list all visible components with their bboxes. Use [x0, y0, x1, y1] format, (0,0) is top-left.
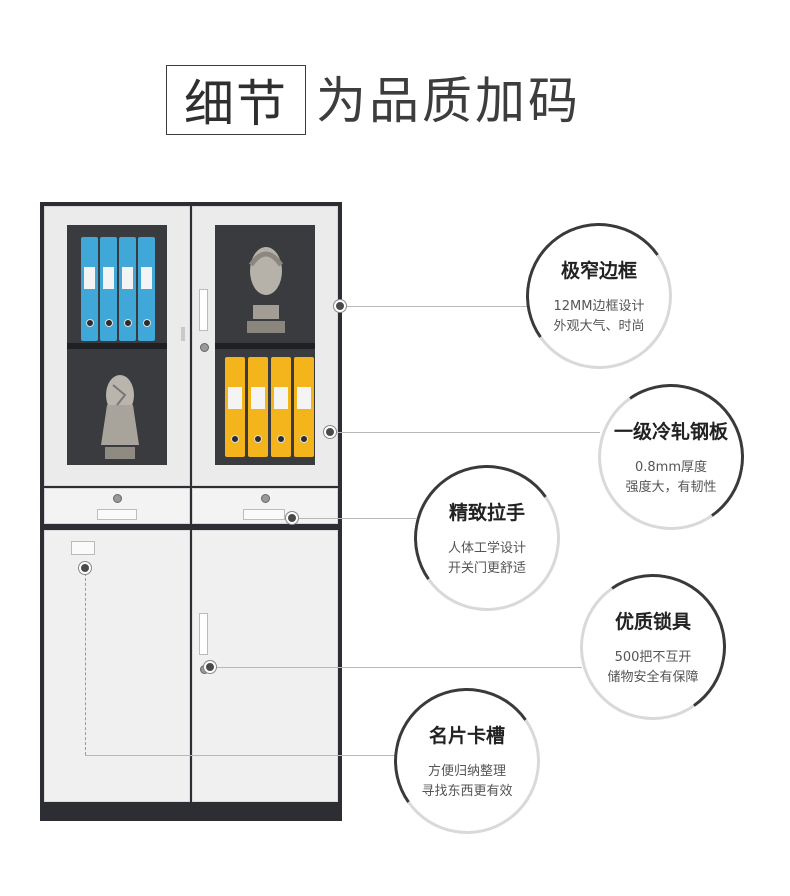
lower-right-door: [192, 530, 338, 802]
lock-icon: [261, 494, 270, 503]
connector-line: [85, 568, 86, 755]
cabinet-image: [40, 202, 342, 821]
drawer-left: [44, 488, 190, 524]
callout-title: 精致拉手: [448, 501, 525, 524]
shelf: [215, 343, 315, 349]
connector-line: [210, 667, 582, 668]
callout-desc-line: 外观大气、时尚: [553, 318, 645, 334]
connector-line: [85, 755, 395, 756]
left-glass-panel: [67, 225, 167, 465]
binder-blue: [138, 237, 155, 341]
title-boxed-text: 细节: [166, 65, 306, 135]
binder-yellow: [271, 357, 291, 457]
connector-line: [292, 518, 416, 519]
binder-yellow: [294, 357, 314, 457]
left-glass-door: [44, 206, 190, 486]
title-text: 为品质加码: [316, 72, 581, 130]
lock-icon: [200, 343, 209, 352]
binder-yellow: [225, 357, 245, 457]
marker-dot: [324, 426, 336, 438]
statue-figure: [101, 375, 139, 459]
door-handle: [199, 613, 208, 655]
card-slot: [71, 541, 95, 555]
callout-desc-line: 寻找东西更有效: [421, 783, 513, 799]
callout-desc-line: 人体工学设计: [447, 540, 526, 556]
callout-desc-line: 500把不互开: [614, 649, 692, 665]
callout-desc-line: 0.8mm厚度: [634, 459, 707, 475]
connector-line: [330, 432, 600, 433]
callout-desc-line: 方便归纳整理: [427, 763, 506, 779]
callout-desc-line: 开关门更舒适: [447, 560, 526, 576]
callout-lock: 优质锁具 500把不互开 储物安全有保障: [568, 562, 738, 732]
door-pull: [181, 327, 185, 341]
binder-blue: [119, 237, 136, 341]
callout-title: 优质锁具: [614, 610, 691, 633]
callout-handle: 精致拉手 人体工学设计 开关门更舒适: [402, 453, 572, 623]
statue-figure: [247, 247, 285, 333]
marker-dot: [286, 512, 298, 524]
binder-blue: [100, 237, 117, 341]
lower-left-door: [44, 530, 190, 802]
right-glass-panel: [215, 225, 315, 465]
right-glass-door: [192, 206, 338, 486]
door-handle: [199, 289, 208, 331]
lock-icon: [113, 494, 122, 503]
marker-dot: [334, 300, 346, 312]
callout-desc-line: 12MM边框设计: [553, 298, 645, 314]
callout-title: 极窄边框: [560, 259, 637, 282]
drawer-handle: [97, 509, 137, 520]
callout-desc-line: 储物安全有保障: [607, 669, 699, 685]
drawer-handle: [243, 509, 285, 520]
callout-title: 一级冷轧钢板: [613, 420, 728, 443]
shelf: [67, 343, 167, 349]
marker-dot: [79, 562, 91, 574]
marker-dot: [204, 661, 216, 673]
callout-title: 名片卡槽: [428, 724, 505, 747]
binder-yellow: [248, 357, 268, 457]
callout-card-slot: 名片卡槽 方便归纳整理 寻找东西更有效: [382, 676, 552, 846]
callout-steel: 一级冷轧钢板 0.8mm厚度 强度大，有韧性: [586, 372, 756, 542]
callout-desc-line: 强度大，有韧性: [625, 479, 717, 495]
binder-blue: [81, 237, 98, 341]
connector-line: [340, 306, 528, 307]
callout-narrow-frame: 极窄边框 12MM边框设计 外观大气、时尚: [514, 211, 684, 381]
